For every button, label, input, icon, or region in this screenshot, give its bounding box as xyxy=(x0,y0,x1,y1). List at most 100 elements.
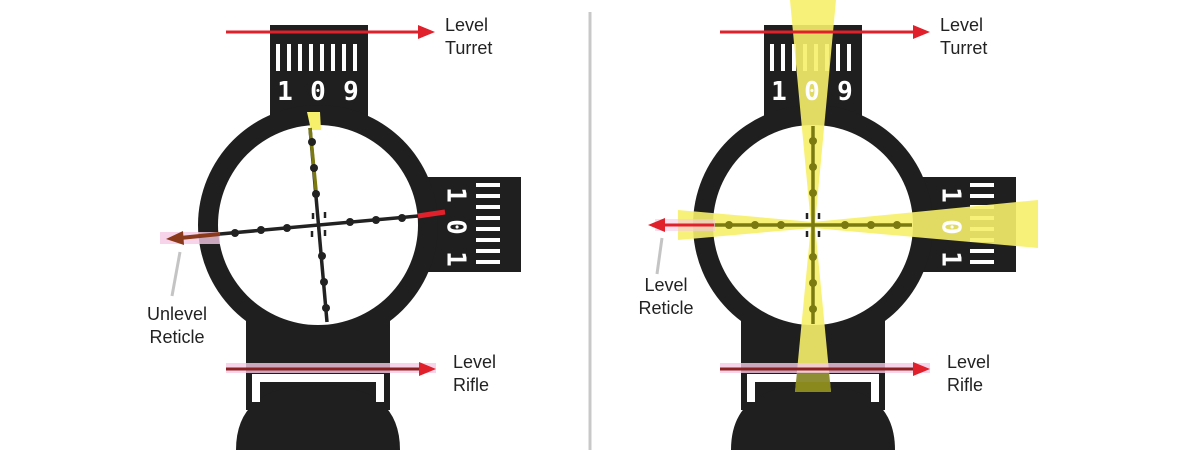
side-dial-digit: 1 xyxy=(936,187,966,203)
reticle-dot xyxy=(893,221,901,229)
scope-base xyxy=(236,385,400,450)
reticle-dot xyxy=(867,221,875,229)
top-turret-tick xyxy=(320,44,324,71)
top-dial-digit: 1 xyxy=(771,77,787,107)
reticle-dot xyxy=(809,279,817,287)
top-dial-digit: 1 xyxy=(277,77,293,107)
reticle-arrow-head xyxy=(648,218,665,232)
side-turret-tick xyxy=(476,249,500,253)
reticle-center xyxy=(805,213,821,237)
reticle-dot xyxy=(809,253,817,261)
left-panel-unlevel: 1 0 9 1 0 1 xyxy=(147,15,521,450)
turret-label-line: Turret xyxy=(445,38,492,58)
side-turret-tick xyxy=(476,216,500,220)
rifle-label-line: Rifle xyxy=(453,375,489,395)
rifle-arrow-head xyxy=(913,362,930,376)
rifle-label-line: Rifle xyxy=(947,375,983,395)
top-turret-tick xyxy=(287,44,291,71)
top-dial-digit: 0 xyxy=(804,77,820,107)
top-turret-tick xyxy=(298,44,302,71)
side-dial-digit: 1 xyxy=(441,251,471,267)
side-turret-tick xyxy=(970,249,994,253)
reticle-dot xyxy=(320,278,328,286)
reticle-arrow-head xyxy=(166,231,184,245)
reticle-dot xyxy=(257,226,265,234)
scope-base xyxy=(731,385,895,450)
reticle-dot xyxy=(777,221,785,229)
reticle-dot xyxy=(725,221,733,229)
reticle-dot xyxy=(231,229,239,237)
vertical-beam-base xyxy=(795,372,831,392)
horizontal-alignment-beam-right xyxy=(813,200,1038,248)
reticle-dot xyxy=(308,138,316,146)
reticle-dot xyxy=(310,164,318,172)
reticle-label-line: Reticle xyxy=(638,298,693,318)
top-turret-tick xyxy=(770,44,774,71)
side-dial-digit: 0 xyxy=(441,219,471,235)
side-turret-tick xyxy=(970,194,994,198)
reticle-dot xyxy=(809,305,817,313)
top-turret-tick xyxy=(309,44,313,71)
side-turret-ticks xyxy=(476,183,500,264)
turret-arrow-head xyxy=(418,25,435,39)
reticle-dot xyxy=(318,252,326,260)
side-turret-tick xyxy=(476,183,500,187)
reticle-dot xyxy=(346,218,354,226)
side-turret-tick xyxy=(476,227,500,231)
reticle-dots xyxy=(231,138,406,312)
side-dial-digit: 1 xyxy=(936,251,966,267)
turret-arrow-head xyxy=(913,25,930,39)
reticle-label-line: Reticle xyxy=(149,327,204,347)
reticle-dot xyxy=(841,221,849,229)
turret-alignment-beam xyxy=(307,112,321,130)
unlevel-reticle xyxy=(219,127,446,323)
rifle-rail-cutout xyxy=(252,374,384,402)
rifle-label-line: Level xyxy=(453,352,496,372)
top-turret-tick xyxy=(331,44,335,71)
turret-label-line: Turret xyxy=(940,38,987,58)
side-dial-digit: 1 xyxy=(441,187,471,203)
reticle-label-pointer xyxy=(655,237,664,275)
reticle-dot xyxy=(322,304,330,312)
top-dial-digit: 9 xyxy=(343,77,359,107)
top-turret-tick xyxy=(276,44,280,71)
level-reticle xyxy=(714,126,912,324)
rifle-arrow-head xyxy=(419,362,436,376)
top-turret-tick xyxy=(792,44,796,71)
side-turret-tick xyxy=(476,238,500,242)
top-dial-digit: 0 xyxy=(310,77,326,107)
reticle-label-line: Unlevel xyxy=(147,304,207,324)
top-dial-digit: 9 xyxy=(837,77,853,107)
reticle-dot xyxy=(751,221,759,229)
side-turret-tick xyxy=(476,260,500,264)
top-turret-tick xyxy=(847,44,851,71)
turret-label-line: Level xyxy=(940,15,983,35)
reticle-dot xyxy=(283,224,291,232)
reticle-center xyxy=(310,212,327,237)
side-dial-digit: 0 xyxy=(936,219,966,235)
reticle-dot xyxy=(372,216,380,224)
reticle-dots xyxy=(725,137,901,313)
reticle-dot xyxy=(809,163,817,171)
top-turret-ticks xyxy=(276,44,357,71)
right-panel-level: 1 0 9 1 0 1 xyxy=(638,0,1038,450)
reticle-dot xyxy=(398,214,406,222)
reticle-arrow-line xyxy=(179,232,221,240)
vertical-alignment-beam xyxy=(790,0,836,225)
side-turret-tick xyxy=(970,183,994,187)
reticle-dot xyxy=(809,137,817,145)
reticle-dot xyxy=(809,189,817,197)
top-turret-tick xyxy=(836,44,840,71)
reticle-horizontal-line xyxy=(219,214,419,236)
side-turret-tick xyxy=(970,260,994,264)
side-turret-tick xyxy=(476,194,500,198)
reticle-label-line: Level xyxy=(644,275,687,295)
top-turret-tick xyxy=(342,44,346,71)
top-turret-tick xyxy=(781,44,785,71)
reticle-horizontal-line-end xyxy=(417,209,446,219)
side-turret-tick xyxy=(476,205,500,209)
reticle-label-pointer xyxy=(170,251,182,297)
reticle-dot xyxy=(312,190,320,198)
